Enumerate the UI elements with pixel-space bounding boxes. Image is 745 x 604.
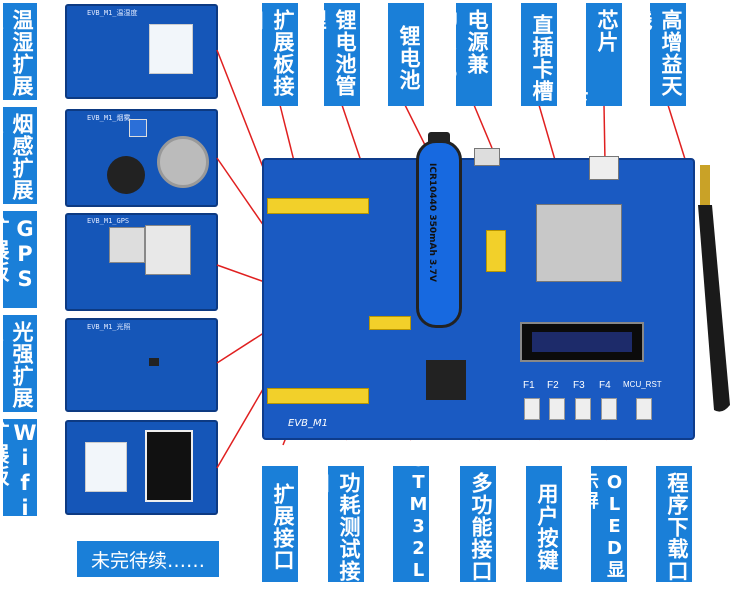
btn-label-f3: F3 bbox=[573, 380, 585, 391]
label-card-slot: 直插卡槽 bbox=[521, 3, 557, 106]
btn-label-f1: F1 bbox=[523, 380, 535, 391]
usb-port-icon bbox=[474, 148, 500, 166]
label-high-gain-antenna: 高增益天线 bbox=[629, 3, 686, 106]
label-lithium-battery: 锂电池 bbox=[388, 3, 424, 106]
label-temp-humidity-board: 温湿扩展板 bbox=[0, 3, 37, 100]
header-power bbox=[369, 316, 411, 330]
label-power-usb: 电源兼USB bbox=[438, 3, 492, 106]
label-gps-board: GPS扩展板 bbox=[0, 211, 37, 308]
header-multi bbox=[486, 230, 506, 272]
label-user-buttons: 用户按键 bbox=[526, 466, 562, 582]
module-wifi bbox=[65, 420, 218, 515]
label-expansion-board-port: 扩展板接口 bbox=[241, 3, 298, 106]
label-power-test-port: 功耗测试接口 bbox=[307, 466, 364, 582]
antenna-icon bbox=[698, 165, 730, 412]
label-wifi-board: Wifi扩展板 bbox=[0, 419, 37, 521]
label-multi-function-port: 多功能接口 bbox=[460, 466, 496, 582]
main-board-name: EVB_M1 bbox=[288, 418, 329, 429]
wifi-module-icon bbox=[145, 430, 193, 502]
module-title: EVB_M1_光照 bbox=[87, 323, 131, 331]
lithium-battery-icon: ICR10440 350mAh 3.7V bbox=[416, 140, 462, 328]
f4-button[interactable] bbox=[601, 398, 617, 420]
dht-sensor-icon bbox=[85, 442, 127, 492]
buzzer-icon bbox=[107, 156, 145, 194]
label-expansion-port: 扩展接口 bbox=[262, 466, 298, 582]
bc95-module bbox=[536, 204, 622, 282]
module-temp-humidity: EVB_M1_温湿度 bbox=[65, 4, 218, 99]
light-sensor-icon bbox=[149, 358, 159, 366]
mcu-rst-button[interactable] bbox=[636, 398, 652, 420]
label-stm32l4: STM32L4 bbox=[393, 450, 429, 604]
battery-text: ICR10440 350mAh 3.7V bbox=[427, 163, 437, 282]
header-top bbox=[267, 198, 369, 214]
module-gps: EVB_M1_GPS bbox=[65, 213, 218, 311]
potentiometer-icon bbox=[129, 119, 147, 137]
btn-label-f2: F2 bbox=[547, 380, 559, 391]
oled-screen bbox=[532, 332, 632, 352]
gps-chip-icon bbox=[109, 227, 145, 263]
module-title: EVB_M1_GPS bbox=[87, 217, 130, 225]
label-light-board: 光强扩展板 bbox=[0, 315, 37, 412]
dht-sensor-icon bbox=[149, 24, 193, 74]
to-be-continued-label: 未完待续…… bbox=[77, 541, 219, 577]
sim-slot-icon bbox=[589, 156, 619, 180]
oled-display bbox=[520, 322, 644, 362]
main-board: EVB_M1 bbox=[262, 148, 695, 440]
module-light: EVB_M1_光照 bbox=[65, 318, 218, 412]
stm32l4-chip bbox=[426, 360, 466, 400]
module-title: EVB_M1_温湿度 bbox=[87, 9, 138, 17]
f1-button[interactable] bbox=[524, 398, 540, 420]
btn-label-f4: F4 bbox=[599, 380, 611, 391]
f3-button[interactable] bbox=[575, 398, 591, 420]
module-smoke: EVB_M1_烟雾 bbox=[65, 109, 218, 207]
gps-module-icon bbox=[145, 225, 191, 275]
label-oled-display: OLED显示屏 bbox=[578, 466, 627, 582]
label-chip-sim: 芯片SIM卡 bbox=[565, 3, 622, 106]
btn-label-mcu-rst: MCU_RST bbox=[623, 380, 662, 389]
f2-button[interactable] bbox=[549, 398, 565, 420]
gas-sensor-icon bbox=[157, 136, 209, 188]
module-title: EVB_M1_烟雾 bbox=[87, 114, 131, 122]
label-program-download-port: 程序下载口 bbox=[656, 466, 692, 582]
label-battery-management: 锂电池管理 bbox=[303, 3, 360, 106]
header-bottom bbox=[267, 388, 369, 404]
